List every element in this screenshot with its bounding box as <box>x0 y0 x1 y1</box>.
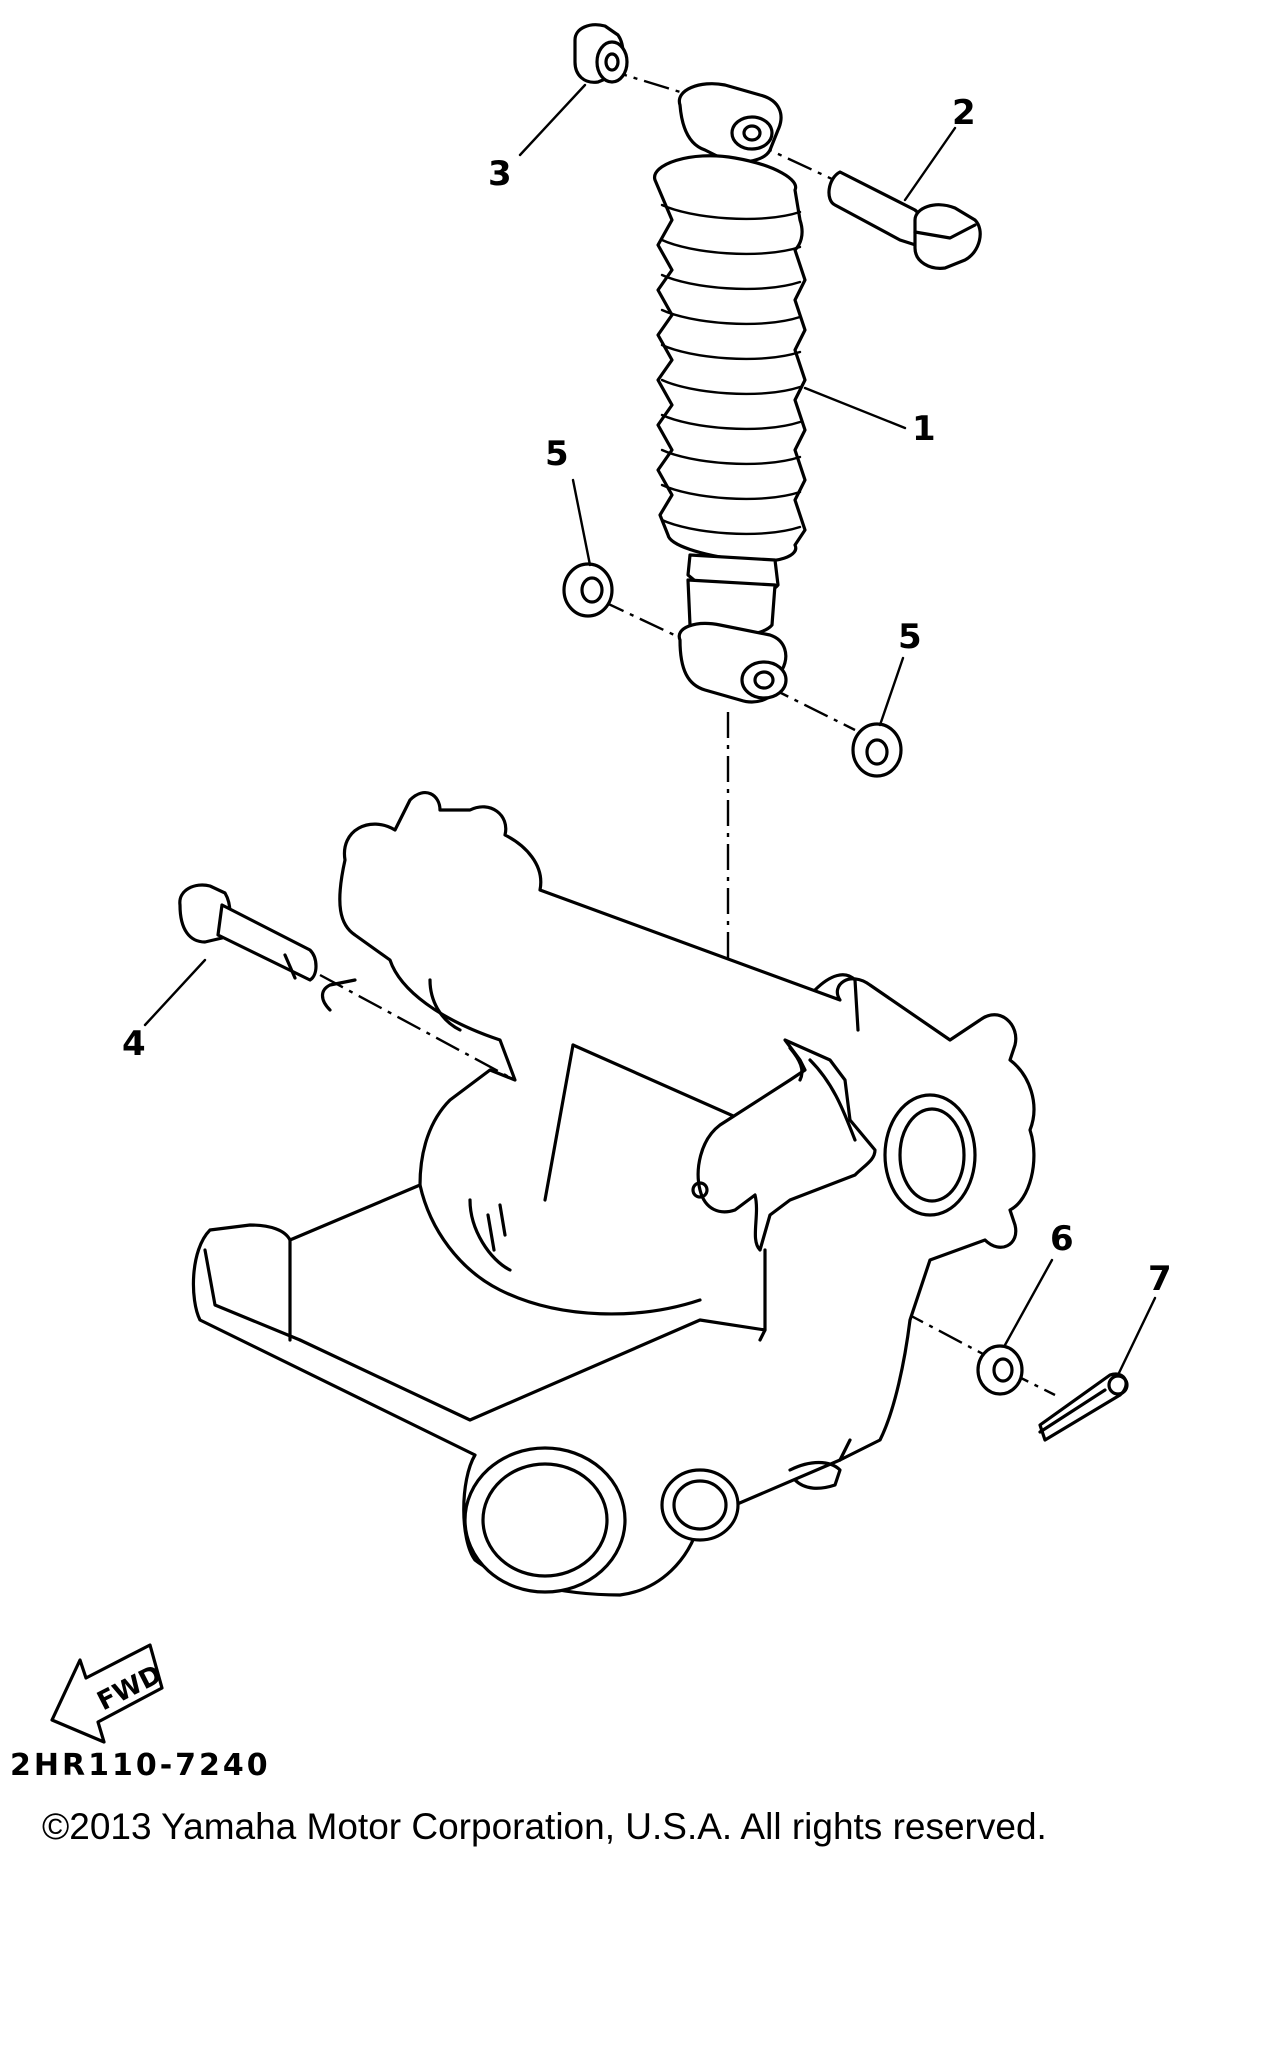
swingarm <box>191 791 1036 1597</box>
callout-4: 4 <box>122 1024 146 1064</box>
copyright-notice: ©2013 Yamaha Motor Corporation, U.S.A. A… <box>42 1806 1047 1847</box>
callout-5-right: 5 <box>898 617 922 657</box>
callout-numbers: 1 2 3 4 5 5 6 7 <box>122 93 1172 1299</box>
callout-2: 2 <box>952 93 976 133</box>
callout-1: 1 <box>912 409 936 449</box>
diagram-code: 2HR110-7240 <box>10 1748 271 1783</box>
callout-leaders <box>143 83 1157 1377</box>
callout-6: 6 <box>1050 1219 1074 1259</box>
callout-5-left: 5 <box>545 434 569 474</box>
washer-6 <box>976 1344 1024 1396</box>
nut-3 <box>573 23 629 84</box>
fwd-arrow-icon: FWD <box>50 1643 167 1744</box>
pivot-bolt-4 <box>178 883 318 982</box>
washer-5-right <box>851 722 903 778</box>
callout-3: 3 <box>488 154 512 194</box>
washer-5-left <box>562 562 614 618</box>
cotter-pin-7 <box>1038 1372 1129 1442</box>
rear-shock-absorber <box>653 82 807 704</box>
bolt-2 <box>827 170 982 270</box>
callout-7: 7 <box>1148 1259 1172 1299</box>
